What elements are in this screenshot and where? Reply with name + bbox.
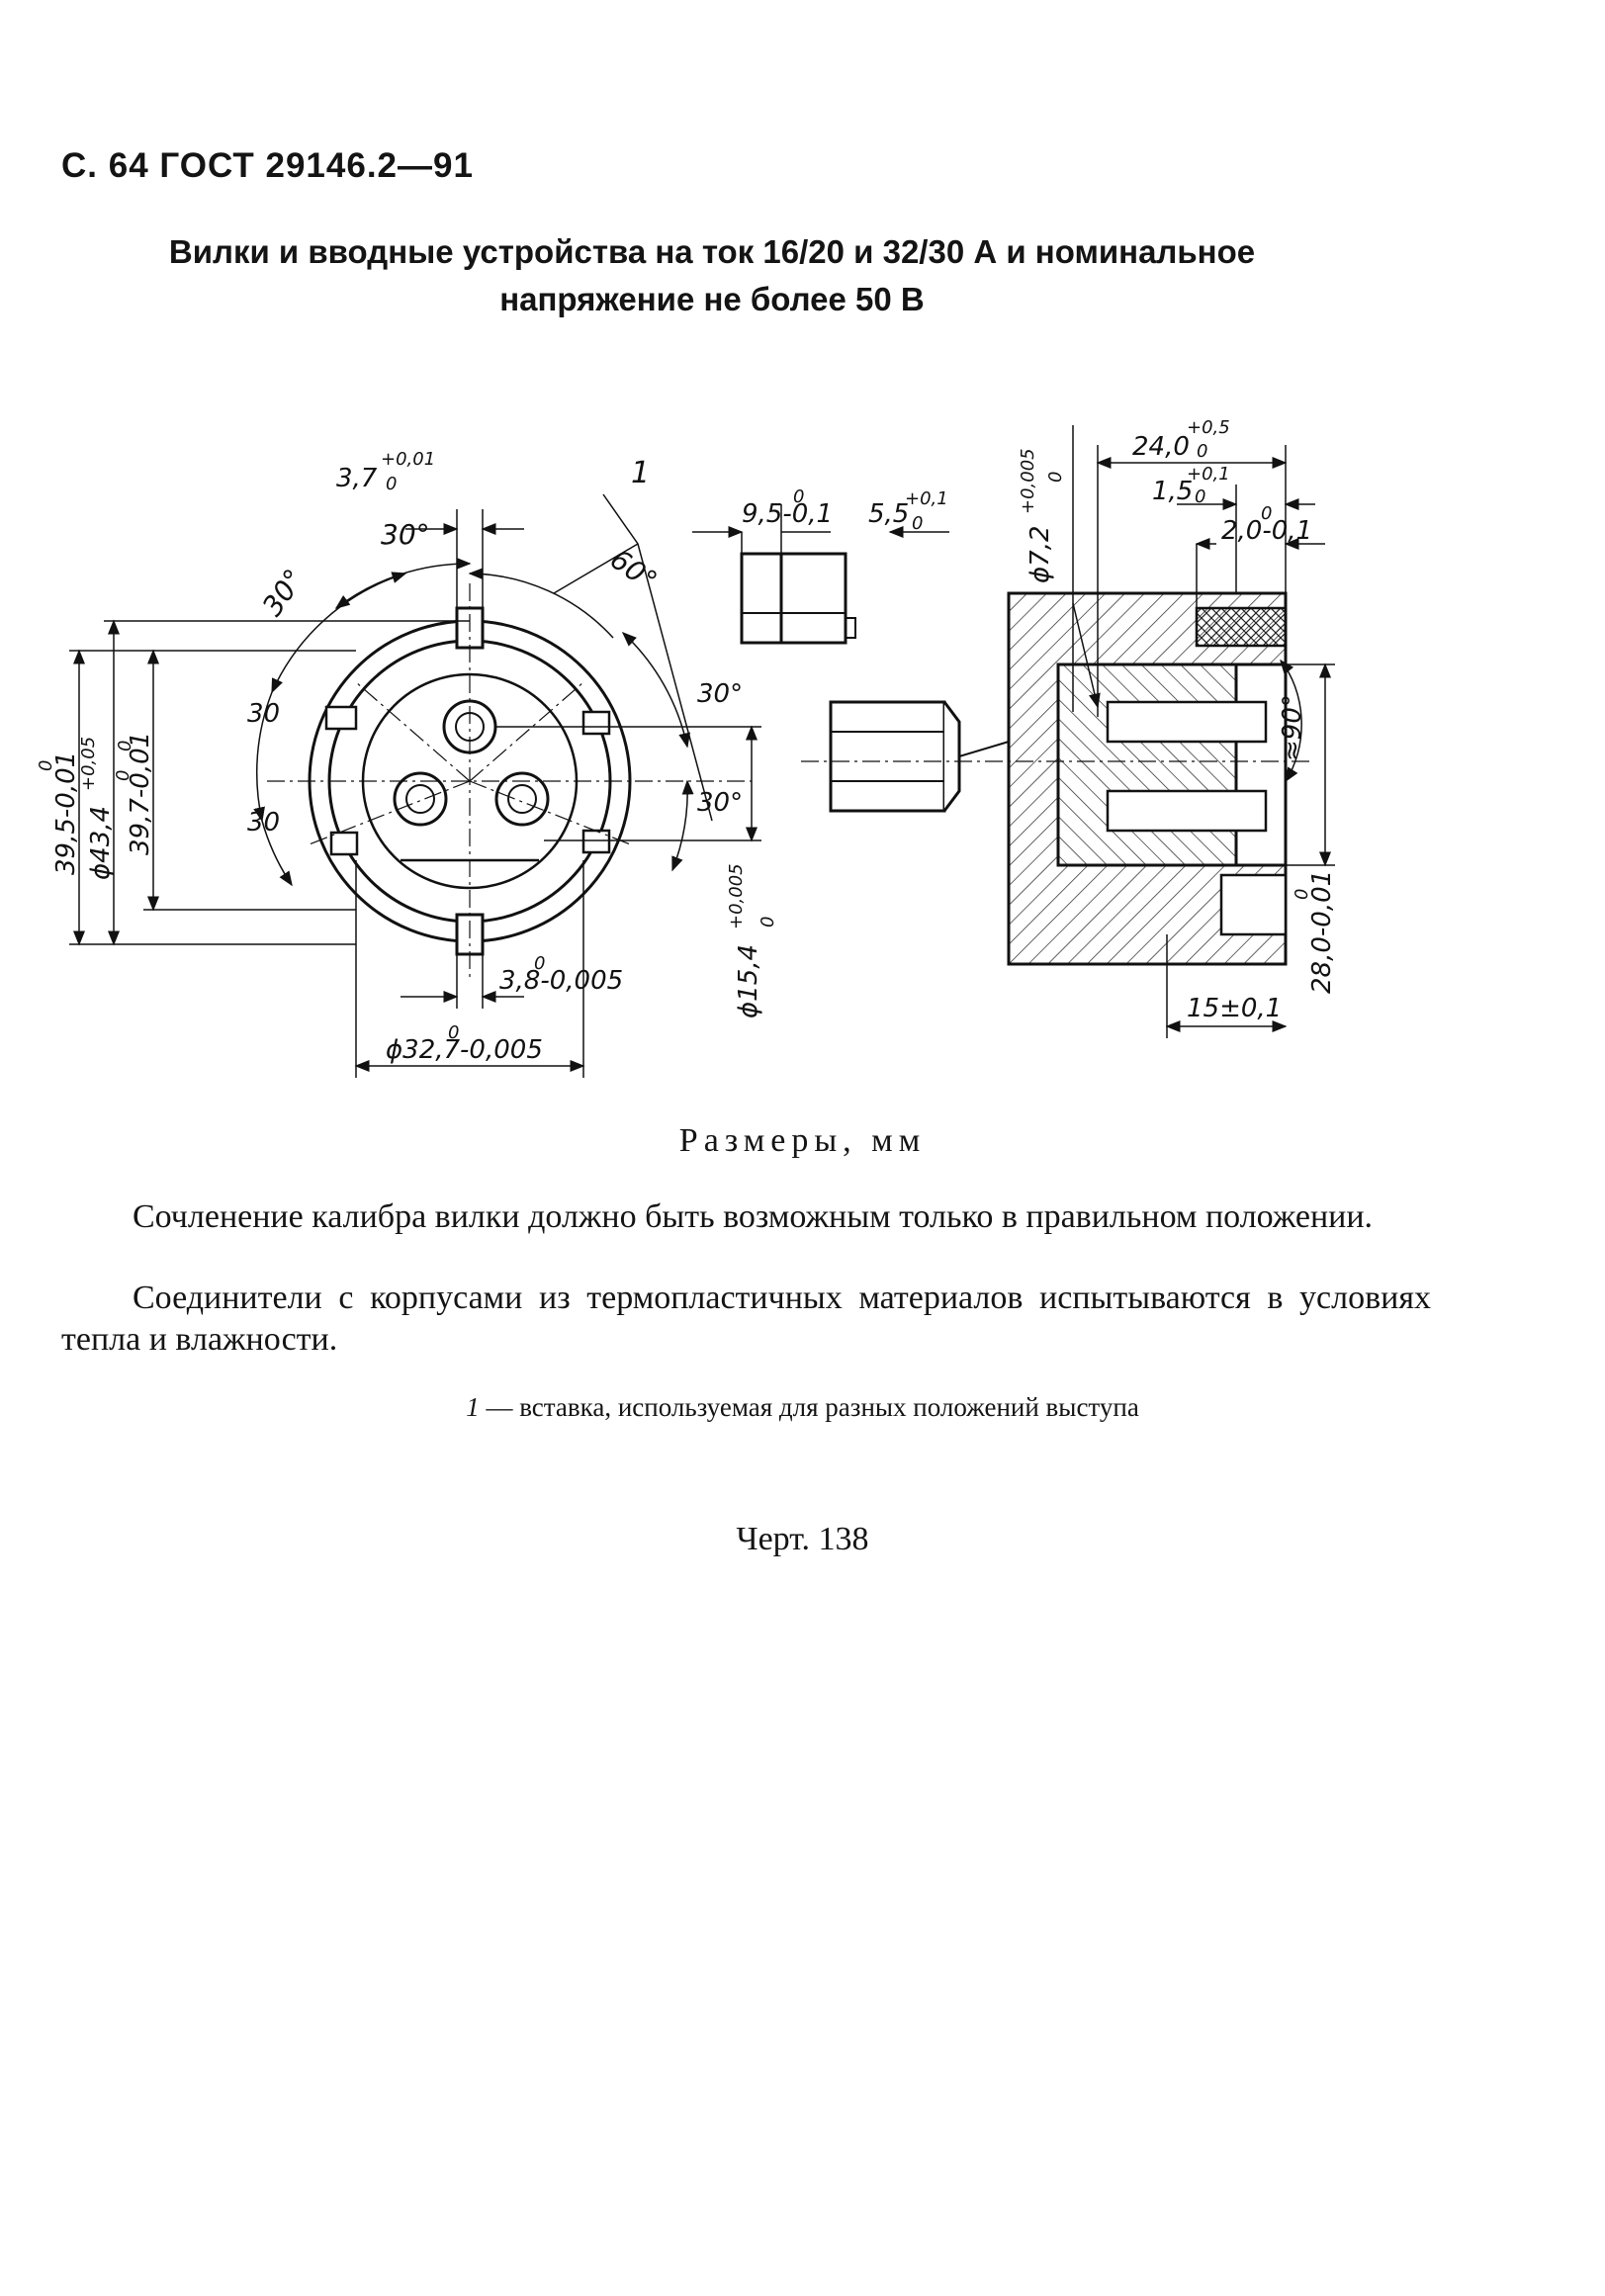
dim-7-2-lower: 0 xyxy=(1045,472,1066,483)
dim-2-0-upper: 0 xyxy=(1261,503,1272,524)
title-line-2: напряжение не более 50 В xyxy=(499,281,925,317)
dim-5-5: 5,5 xyxy=(868,499,909,529)
dim-1-5-upper: +0,1 xyxy=(1187,464,1230,485)
title-line-1: Вилки и вводные устройства на ток 16/20 … xyxy=(168,233,1256,270)
angle-30-top: 30° xyxy=(381,518,430,551)
dim-7-2: ϕ7,2 xyxy=(1025,526,1055,584)
dim-43-4-upper: +0,05 xyxy=(78,737,99,791)
note-text: — вставка, используемая для разных полож… xyxy=(479,1392,1139,1422)
dim-43-4-lower: 0 xyxy=(113,770,134,781)
dim-5-5-upper: +0,1 xyxy=(905,488,948,509)
dim-39-5-upper: 0 xyxy=(36,760,56,771)
dim-3-8-upper: 0 xyxy=(534,953,545,974)
dim-9-5: 9,5-0,1 xyxy=(742,499,833,529)
figure-note: 1 — вставка, используемая для разных пол… xyxy=(0,1392,1605,1423)
paragraph-2: Соединители с корпусами из термопластичн… xyxy=(61,1278,1431,1361)
section-view xyxy=(801,425,1335,1038)
note-number: 1 xyxy=(466,1392,480,1422)
insert-detail xyxy=(692,504,949,645)
page-header: С. 64 ГОСТ 29146.2—91 xyxy=(61,146,474,185)
dim-28-upper: 0 xyxy=(1292,889,1312,900)
angle-90: ≈90° xyxy=(1278,694,1307,761)
dim-1-5-lower: 0 xyxy=(1195,486,1205,507)
dim-3-7-lower: 0 xyxy=(386,474,397,494)
paragraph-1-text: Сочленение калибра вилки должно быть воз… xyxy=(133,1198,1374,1235)
dim-39-7: 39,7-0,01 xyxy=(126,732,155,855)
dim-1-5: 1,5 xyxy=(1152,477,1193,506)
angle-30-right-mid: 30° xyxy=(697,788,743,818)
dim-7-2-upper: +0,005 xyxy=(1018,448,1038,514)
dim-32-7-upper: 0 xyxy=(448,1022,459,1043)
dim-24-lower: 0 xyxy=(1197,441,1207,462)
angle-30-right-top: 30° xyxy=(697,679,743,709)
angle-30-left-low: 30 xyxy=(247,808,280,838)
dim-15-4-upper: +0,005 xyxy=(726,863,747,929)
callout-1: 1 xyxy=(631,456,650,490)
dim-3-7: 3,7 xyxy=(336,464,378,493)
dim-15-4: ϕ15,4 xyxy=(734,944,763,1018)
dimensions-units: Размеры, мм xyxy=(678,1122,927,1159)
angle-60: 60° xyxy=(604,543,664,598)
angle-30-left-mid: 30 xyxy=(247,699,280,729)
dim-39-7-upper: 0 xyxy=(115,741,135,751)
dim-3-7-upper: +0,01 xyxy=(381,449,435,470)
dim-32-7: ϕ32,7-0,005 xyxy=(386,1035,543,1065)
dim-24: 24,0 xyxy=(1132,432,1190,462)
dim-9-5-upper: 0 xyxy=(793,486,804,507)
paragraph-1: Сочленение калибра вилки должно быть воз… xyxy=(61,1196,1431,1238)
dim-2-0: 2,0-0,1 xyxy=(1221,516,1312,546)
dim-3-8: 3,8-0,005 xyxy=(499,966,623,996)
dim-39-5: 39,5-0,01 xyxy=(51,751,81,875)
dim-15-4-lower: 0 xyxy=(758,917,778,927)
dim-43-4: ϕ43,4 xyxy=(86,806,116,880)
dim-15: 15±0,1 xyxy=(1187,994,1282,1023)
dim-5-5-lower: 0 xyxy=(912,513,923,534)
front-view xyxy=(69,493,761,1078)
figure-caption: Черт. 138 xyxy=(736,1521,869,1557)
angle-30-left-top: 30° xyxy=(256,563,312,622)
section-labels: ϕ7,2 +0,005 0 24,0 +0,5 0 1,5 +0,1 0 2,0… xyxy=(1018,417,1337,1023)
dim-28: 28,0-0,01 xyxy=(1307,870,1337,994)
paragraph-2-text: Соединители с корпусами из термопластичн… xyxy=(61,1280,1431,1358)
technical-drawing: 3,7 +0,01 0 30° 30° 60° 1 30 30 30° 30° … xyxy=(36,417,1337,1078)
dim-24-upper: +0,5 xyxy=(1187,417,1230,438)
detail-labels: 9,5-0,1 0 5,5 +0,1 0 xyxy=(742,486,948,534)
front-view-labels: 3,7 +0,01 0 30° 30° 60° 1 30 30 30° 30° … xyxy=(36,449,778,1065)
